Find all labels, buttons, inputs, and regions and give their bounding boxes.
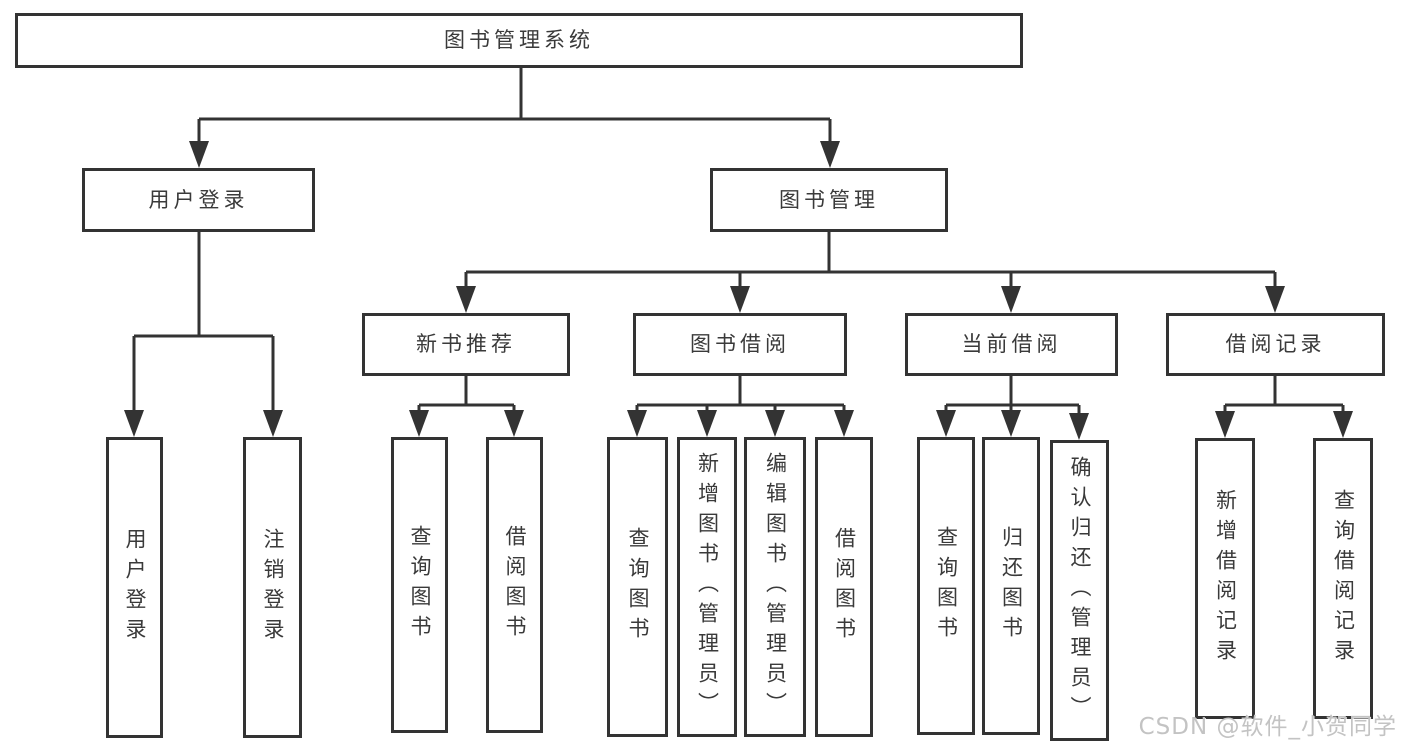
node-borrowing-records: 借阅记录 — [1166, 313, 1385, 376]
leaf-current-confirm-return-admin: 确认归还（管理员） — [1050, 440, 1109, 741]
leaf-user-login: 用户登录 — [106, 437, 163, 738]
leaf-current-query-books: 查询图书 — [917, 437, 975, 735]
connector-paths — [132, 66, 1345, 414]
leaf-borrowing-borrow-books: 借阅图书 — [815, 437, 873, 737]
node-book-borrowing: 图书借阅 — [633, 313, 847, 376]
leaf-borrowing-add-books-admin: 新增图书（管理员） — [677, 437, 737, 737]
leaf-borrowing-edit-books-admin: 编辑图书（管理员） — [744, 437, 806, 737]
node-book-management: 图书管理 — [710, 168, 948, 232]
leaf-current-return-books: 归还图书 — [982, 437, 1040, 735]
leaf-logout: 注销登录 — [243, 437, 302, 738]
arrowheads — [124, 141, 1353, 440]
node-user-login: 用户登录 — [82, 168, 315, 232]
leaf-records-add-record: 新增借阅记录 — [1195, 438, 1255, 719]
csdn-watermark: CSDN @软件_小贺同学 — [1138, 714, 1397, 740]
leaf-borrowing-query-books: 查询图书 — [607, 437, 668, 737]
leaf-records-query-record: 查询借阅记录 — [1313, 438, 1373, 719]
leaf-recommend-query-books: 查询图书 — [391, 437, 448, 733]
leaf-recommend-borrow-books: 借阅图书 — [486, 437, 543, 733]
node-new-book-recommendation: 新书推荐 — [362, 313, 570, 376]
node-root: 图书管理系统 — [15, 13, 1023, 68]
node-current-borrowing: 当前借阅 — [905, 313, 1118, 376]
